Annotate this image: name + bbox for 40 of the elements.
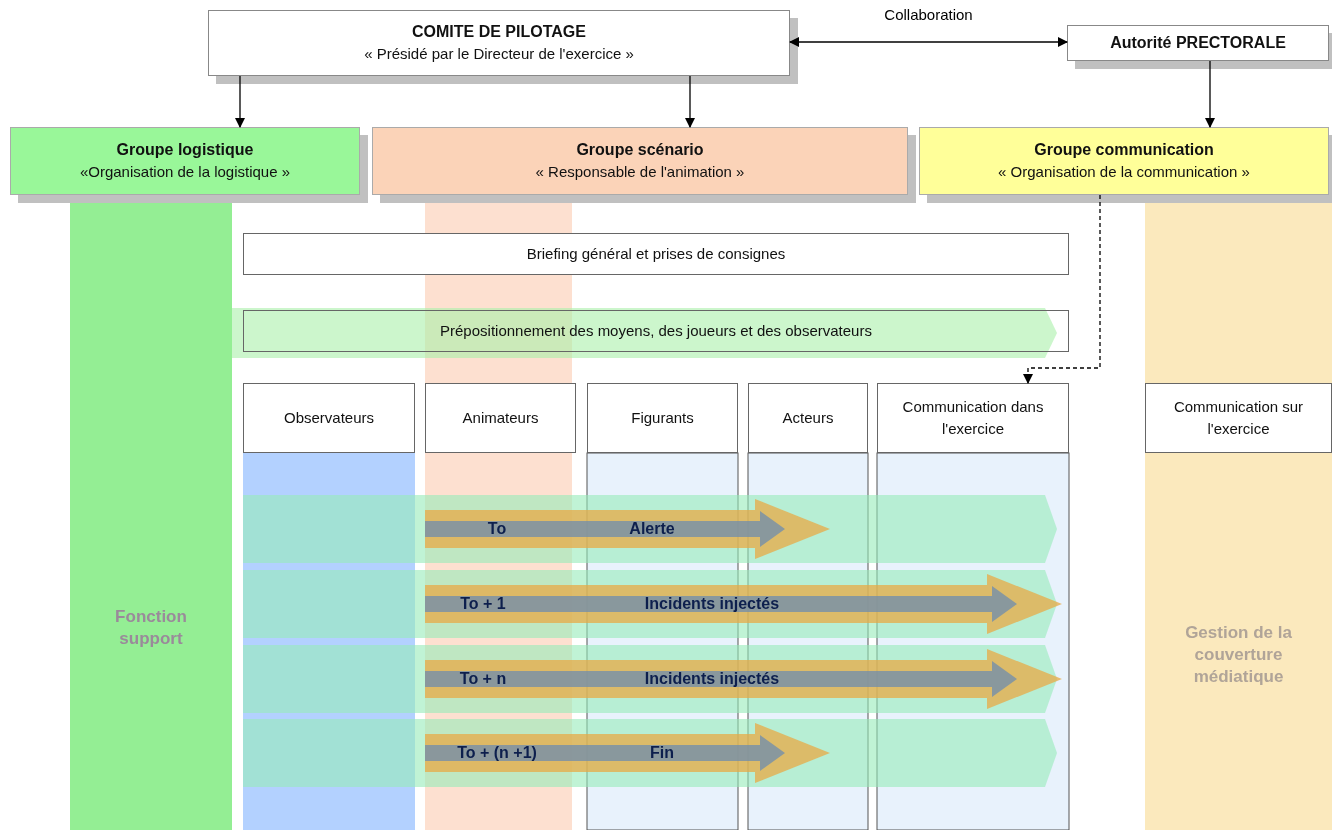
arrow [1205,60,1215,128]
box-text: Figurants [630,408,695,428]
phase-label: To + n [459,670,507,688]
phase-label: To + (n +1) [457,744,537,762]
arrow [235,75,245,128]
box-subtitle: « Organisation de la communication » [998,162,1250,182]
column-text: Gestion de la couverture médiatique [1184,622,1293,688]
box-subtitle: «Organisation de la logistique » [79,162,291,182]
phase-label: Incidents injectés [644,670,780,688]
process-box [243,233,1069,275]
box-text: Communication sur l'exercice [1172,397,1305,439]
column-header [1145,383,1332,453]
box-title: Groupe logistique [116,140,254,160]
column-header [243,383,415,453]
box-text: Animateurs [461,408,540,428]
box-subtitle: « Responsable de l'animation » [535,162,745,182]
box-text: Autorité PRECTORALE [1110,33,1286,53]
box-title: Groupe communication [1034,140,1214,160]
box-text: Observateurs [282,408,375,428]
box-subtitle: « Présidé par le Directeur de l'exercice » [364,44,634,64]
column-header [748,383,868,453]
box-text: Communication dans l'exercice [901,397,1045,439]
column-header [425,383,576,453]
box-title: Groupe scénario [576,140,704,160]
phase-label: Incidents injectés [644,595,780,613]
column-header [587,383,738,453]
phase-label: Fin [650,744,674,762]
phase-label: To + 1 [460,595,506,613]
column-text: Fonction support [114,606,188,650]
box-title: COMITE DE PILOTAGE [412,22,586,42]
phase-label: To [487,520,507,538]
box-text: Briefing général et prises de consignes [526,244,786,264]
dashed-arrow [1023,194,1101,384]
phase-label: Alerte [629,520,675,538]
arrow [789,37,1068,47]
column-header [877,383,1069,453]
box-text: Acteurs [781,408,835,428]
arrow [685,75,695,128]
process-box [243,310,1069,352]
box-text: Prépositionnement des moyens, des joueurs et des observateurs [440,321,872,341]
